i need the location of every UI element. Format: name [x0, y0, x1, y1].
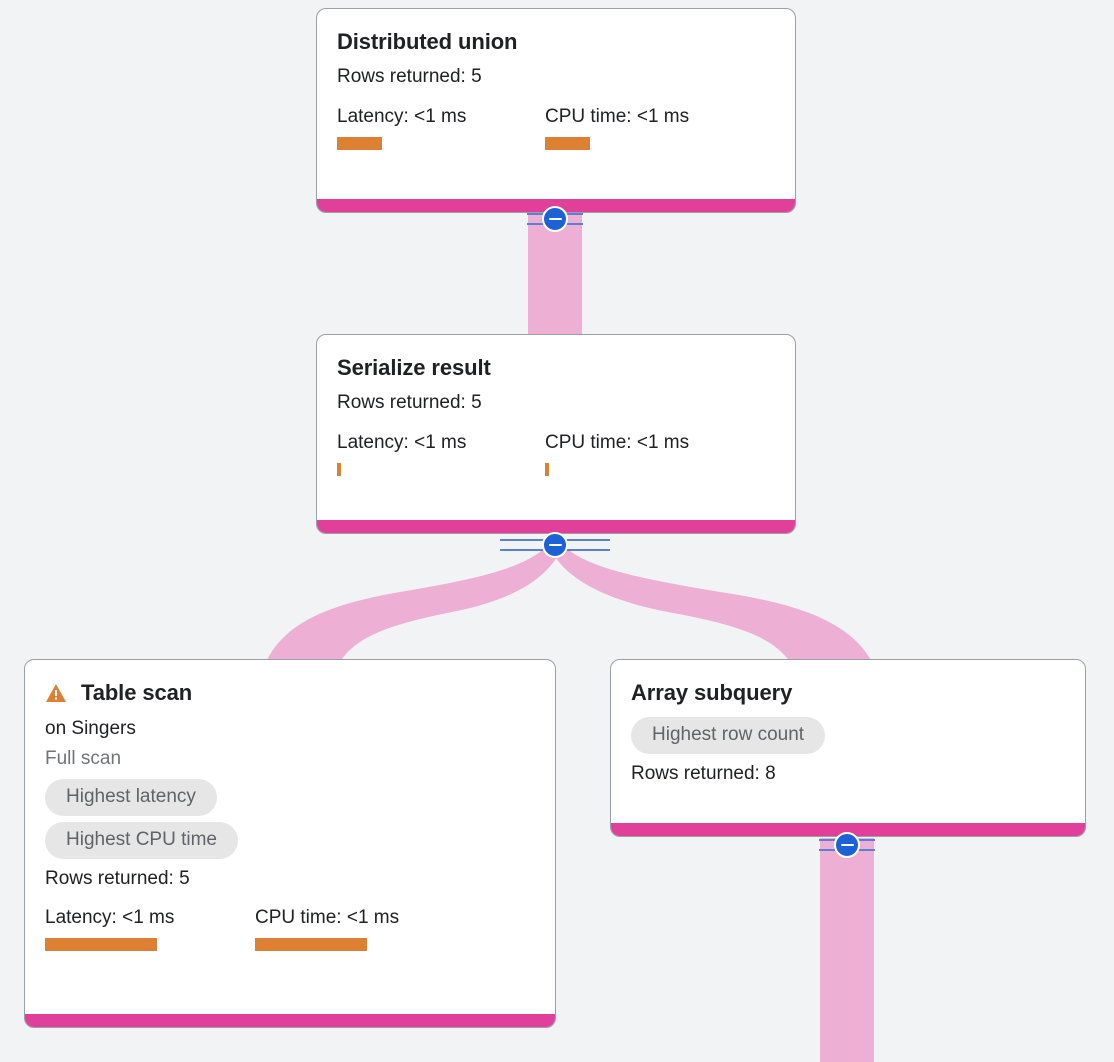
metrics-row: Latency: <1 ms CPU time: <1 ms — [337, 106, 775, 150]
metric-latency: Latency: <1 ms — [45, 907, 255, 952]
collapse-minus-icon[interactable] — [542, 206, 568, 232]
node-body: Array subquery Highest row count Rows re… — [611, 660, 1085, 823]
cpu-time-label: CPU time: <1 ms — [545, 431, 690, 453]
metric-latency: Latency: <1 ms — [337, 432, 545, 476]
title-row: Serialize result — [337, 355, 775, 380]
node-serialize-result[interactable]: Serialize result Rows returned: 5 Latenc… — [316, 334, 796, 534]
metric-cpu: CPU time: <1 ms — [545, 432, 689, 476]
badge-list: Highest row count — [631, 714, 1065, 757]
title-row: Array subquery — [631, 680, 1065, 705]
badge-wrap: Highest latency — [45, 776, 535, 819]
metric-cpu: CPU time: <1 ms — [255, 907, 400, 952]
toggle-array-subquery[interactable] — [819, 832, 875, 858]
rows-returned: Rows returned: 5 — [45, 867, 190, 889]
cpu-time-bar — [255, 938, 367, 952]
collapse-minus-icon[interactable] — [834, 832, 860, 858]
node-body: Serialize result Rows returned: 5 Latenc… — [317, 335, 795, 520]
metrics-row: Latency: <1 ms CPU time: <1 ms — [337, 432, 775, 476]
node-body: Table scan on Singers Full scan Highest … — [25, 660, 555, 1014]
node-title: Serialize result — [337, 355, 491, 380]
node-distributed-union[interactable]: Distributed union Rows returned: 5 Laten… — [316, 8, 796, 213]
latency-bar — [337, 136, 382, 150]
latency-bar — [337, 462, 341, 476]
node-table-scan[interactable]: Table scan on Singers Full scan Highest … — [24, 659, 556, 1028]
badge-wrap: Highest CPU time — [45, 819, 535, 862]
latency-label: Latency: <1 ms — [337, 105, 467, 127]
rows-returned: Rows returned: 5 — [337, 392, 482, 414]
node-accent-bar — [611, 823, 1085, 836]
latency-label: Latency: <1 ms — [45, 907, 175, 929]
latency-bar — [45, 938, 157, 952]
metric-cpu: CPU time: <1 ms — [545, 106, 689, 150]
toggle-serialize-result[interactable] — [500, 532, 610, 558]
toggle-distributed-union[interactable] — [527, 206, 583, 232]
cpu-time-label: CPU time: <1 ms — [545, 105, 690, 127]
node-title: Array subquery — [631, 680, 793, 705]
latency-label: Latency: <1 ms — [337, 431, 467, 453]
badge-wrap: Highest row count — [631, 714, 1065, 757]
title-row: Table scan — [45, 680, 535, 705]
node-array-subquery[interactable]: Array subquery Highest row count Rows re… — [610, 659, 1086, 837]
edge-sr-to-array-subquery — [552, 548, 872, 662]
node-accent-bar — [25, 1014, 555, 1027]
edge-sr-to-table-scan — [266, 548, 560, 662]
title-row: Distributed union — [337, 29, 775, 54]
cpu-time-bar — [545, 462, 549, 476]
status-badge-highest-latency[interactable]: Highest latency — [45, 779, 217, 816]
node-title: Distributed union — [337, 29, 518, 54]
scan-type: Full scan — [45, 747, 122, 769]
rows-returned: Rows returned: 5 — [337, 66, 482, 88]
metric-latency: Latency: <1 ms — [337, 106, 545, 150]
badge-list: Highest latency Highest CPU time — [45, 776, 535, 862]
status-badge-highest-row-count[interactable]: Highest row count — [631, 717, 826, 755]
node-accent-bar — [317, 520, 795, 533]
warning-triangle-icon — [46, 683, 66, 702]
cpu-time-bar — [545, 136, 590, 150]
rows-returned: Rows returned: 8 — [631, 763, 776, 785]
status-badge-highest-cpu-time[interactable]: Highest CPU time — [45, 821, 238, 859]
node-title: Table scan — [81, 680, 193, 705]
metrics-row: Latency: <1 ms CPU time: <1 ms — [45, 907, 535, 952]
collapse-minus-icon[interactable] — [542, 532, 568, 558]
scan-target: on Singers — [45, 718, 136, 740]
node-body: Distributed union Rows returned: 5 Laten… — [317, 9, 795, 199]
cpu-time-label: CPU time: <1 ms — [255, 907, 400, 929]
edge-array-subquery-down — [820, 838, 874, 1062]
